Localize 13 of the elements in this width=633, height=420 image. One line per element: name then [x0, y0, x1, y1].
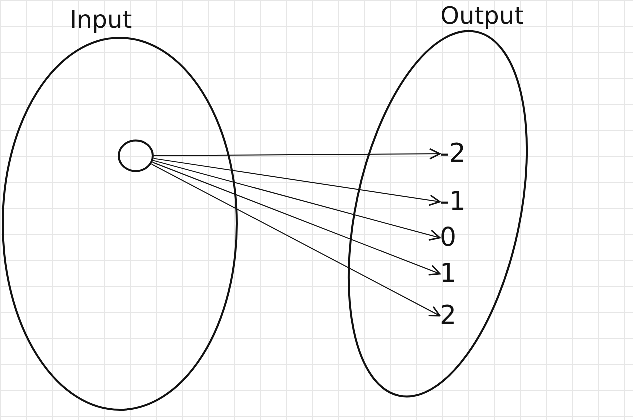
mapping-arrow [151, 164, 441, 317]
output-value: 0 [440, 222, 480, 254]
output-value: -2 [440, 138, 480, 170]
output-value: -1 [440, 186, 480, 218]
mapping-arrow [153, 158, 441, 206]
set-heading: Output [440, 2, 524, 30]
mapping-arrow [152, 162, 441, 276]
mapping-arrow [152, 160, 441, 241]
output-value: 2 [440, 300, 480, 332]
mapping-arrow [154, 148, 441, 160]
element-circle [118, 138, 154, 174]
set-heading: Input [70, 6, 132, 34]
output-value: 1 [440, 258, 480, 290]
